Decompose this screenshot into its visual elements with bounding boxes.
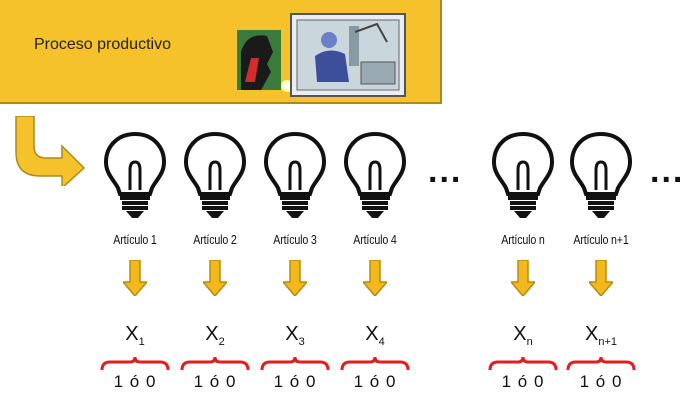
production-illustration — [237, 13, 406, 97]
brace-icon — [100, 356, 170, 371]
process-banner: Proceso productivo — [0, 0, 442, 104]
variable-label: X1 — [125, 323, 145, 348]
article-label: Artículo 3 — [273, 232, 317, 247]
curved-arrow-icon — [15, 116, 86, 186]
variable-label: Xn — [513, 323, 533, 348]
down-arrow-icon — [589, 260, 613, 296]
lightbulb-icon — [569, 131, 633, 218]
binary-options: 1 ó 0 — [501, 372, 545, 391]
binary-options: 1 ó 0 — [113, 372, 157, 391]
article-label: Artículo 2 — [193, 232, 237, 247]
article-label: Artículo 4 — [353, 232, 397, 247]
variable-label: X4 — [365, 323, 385, 348]
article-label: Artículo 1 — [113, 232, 157, 247]
down-arrow-icon — [511, 260, 535, 296]
down-arrow-icon — [123, 260, 147, 296]
brace-icon — [260, 356, 330, 371]
banner-title: Proceso productivo — [34, 36, 171, 53]
binary-options: 1 ó 0 — [579, 372, 623, 391]
lightbulb-icon — [491, 131, 555, 218]
article-item: Artículo 4 X4 1 ó 0 — [340, 130, 410, 401]
variable-label: Xn+1 — [584, 323, 617, 348]
article-item: Artículo n+1 Xn+1 1 ó 0 — [566, 130, 636, 401]
variable-label: X3 — [285, 323, 305, 348]
article-item: Artículo 2 X2 1 ó 0 — [180, 130, 250, 401]
down-arrow-icon — [203, 260, 227, 296]
down-arrow-icon — [283, 260, 307, 296]
binary-options: 1 ó 0 — [353, 372, 397, 391]
variable-label: X2 — [205, 323, 225, 348]
binary-options: 1 ó 0 — [193, 372, 237, 391]
article-label: Artículo n — [501, 232, 545, 247]
brace-icon — [340, 356, 410, 371]
lightbulb-icon — [103, 131, 167, 218]
binary-options: 1 ó 0 — [273, 372, 317, 391]
lightbulb-icon — [183, 131, 247, 218]
article-label: Artículo n+1 — [573, 232, 629, 247]
down-arrow-icon — [363, 260, 387, 296]
article-item: Artículo 3 X3 1 ó 0 — [260, 130, 330, 401]
brace-icon — [488, 356, 558, 371]
article-item: Artículo 1 X1 1 ó 0 — [100, 130, 170, 401]
ellipsis-end: ... — [650, 152, 685, 190]
brace-icon — [566, 356, 636, 371]
brace-icon — [180, 356, 250, 371]
lightbulb-icon — [343, 131, 407, 218]
lightbulb-icon — [263, 131, 327, 218]
ellipsis-middle: ... — [428, 152, 463, 190]
article-item: Artículo n Xn 1 ó 0 — [488, 130, 558, 401]
